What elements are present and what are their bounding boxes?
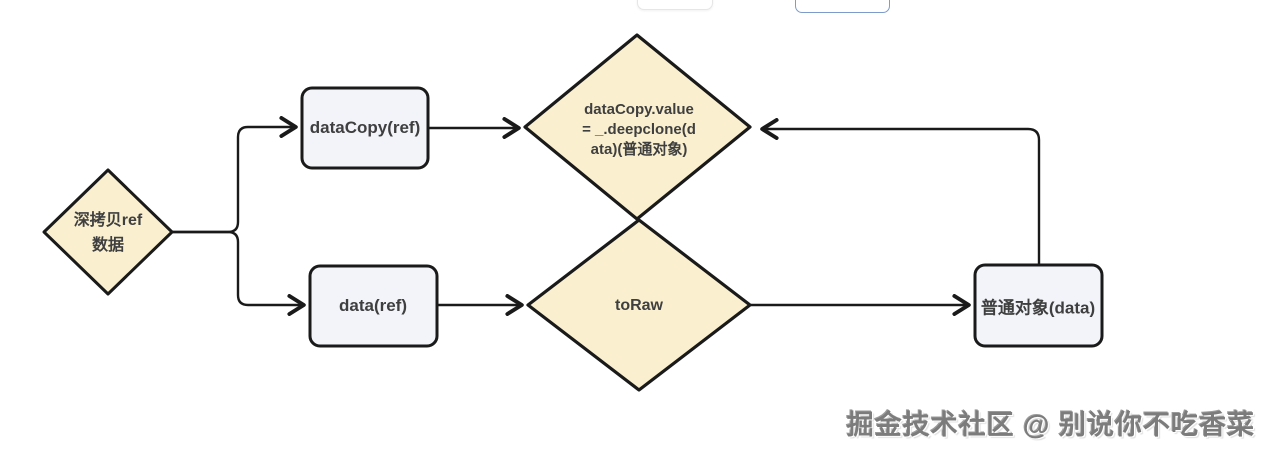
toolbar-button-outlined[interactable] bbox=[795, 0, 890, 13]
toolbar-button-plain[interactable] bbox=[637, 0, 713, 10]
node-deepclone-diamond bbox=[523, 33, 752, 221]
edge-start-to-datacopy bbox=[172, 127, 294, 234]
node-plainobject-rect bbox=[973, 263, 1104, 348]
node-start-diamond bbox=[42, 168, 174, 296]
node-data-rect bbox=[308, 264, 439, 348]
watermark-text: 掘金技术社区 @ 别说你不吃香菜 bbox=[846, 410, 1255, 440]
edge-start-to-data bbox=[172, 230, 302, 305]
flowchart-nodes bbox=[42, 33, 1104, 392]
node-datacopy-rect bbox=[300, 86, 430, 170]
flowchart-edges bbox=[172, 127, 1041, 305]
node-toraw-diamond bbox=[526, 218, 752, 392]
edge-plainobject-to-deepclone bbox=[764, 129, 1041, 264]
